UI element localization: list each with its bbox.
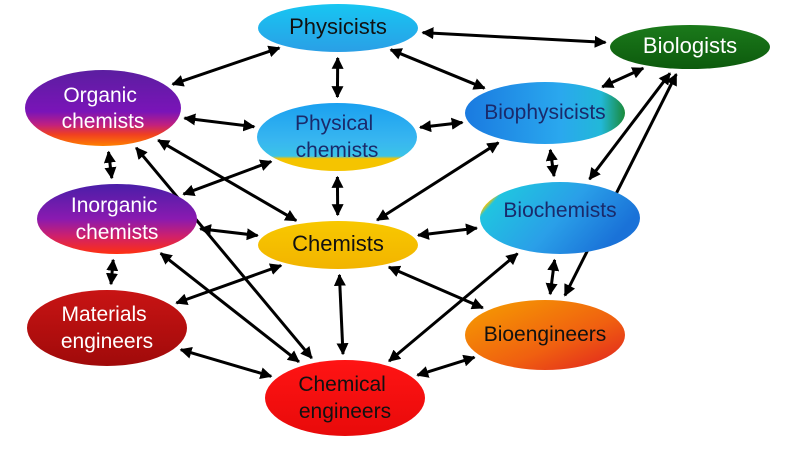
- edge-materials-engineers-chemical-engineers: [179, 346, 273, 380]
- edge-physical-chemists-biophysicists: [419, 117, 464, 133]
- node-chemists: Chemists: [258, 221, 418, 269]
- node-chemists-shape: [258, 221, 418, 269]
- edge-chemists-chemical-engineers: [333, 273, 349, 356]
- edge-biologists-biophysicists: [601, 66, 645, 89]
- node-physical-chemists: Physical chemists: [257, 103, 417, 171]
- node-physical-chemists-label: Physical chemists: [295, 112, 379, 162]
- node-physicists-shape: [258, 4, 418, 52]
- edge-biochemists-bioengineers: [545, 258, 560, 296]
- node-organic-chemists-shape: [25, 70, 181, 146]
- edge-chemists-biochemists: [416, 223, 478, 240]
- node-biochemists-label: Biochemists: [503, 199, 616, 222]
- edge-biophysicists-chemists: [376, 141, 500, 222]
- node-inorganic-chemists-label: Inorganic chemists: [71, 194, 163, 244]
- node-biologists-label: Biologists: [643, 33, 737, 58]
- node-bioengineers-label: Bioengineers: [484, 323, 607, 346]
- edge-physicists-organic-chemists: [171, 45, 281, 87]
- edge-physicists-biologists: [421, 27, 607, 48]
- edge-organic-chemists-inorganic-chemists: [103, 150, 117, 180]
- node-biochemists-shape: [480, 182, 640, 254]
- node-physicists: Physicists: [258, 4, 418, 52]
- node-chemical-engineers: Chemical engineers: [265, 360, 425, 436]
- node-chemical-engineers-shape: [265, 360, 425, 436]
- edge-inorganic-chemists-chemists: [199, 224, 259, 241]
- node-physicists-label: Physicists: [289, 14, 387, 39]
- edge-chemists-bioengineers: [387, 265, 484, 310]
- node-organic-chemists-label: Organic chemists: [62, 84, 145, 133]
- nodes-layer: Physicists Biologists Organic chemists P…: [25, 4, 770, 436]
- node-chemists-label: Chemists: [292, 231, 384, 256]
- node-physical-chemists-shape: [257, 103, 417, 171]
- node-biologists: Biologists: [610, 25, 770, 69]
- node-inorganic-chemists-shape: [37, 184, 197, 254]
- node-materials-engineers-label: Materials engineers: [61, 303, 153, 353]
- node-materials-engineers-shape: [27, 290, 187, 366]
- edge-chemists-materials-engineers: [175, 263, 283, 306]
- edge-organic-chemists-physical-chemists: [183, 113, 256, 132]
- node-biochemists: Biochemists: [480, 182, 640, 254]
- node-biophysicists-label: Biophysicists: [484, 101, 605, 124]
- node-bioengineers: Bioengineers: [465, 300, 625, 370]
- edge-biochemists-chemical-engineers: [388, 252, 519, 363]
- node-bioengineers-shape: [465, 300, 625, 370]
- edge-inorganic-chemists-materials-engineers: [106, 258, 119, 286]
- edge-inorganic-chemists-chemical-engineers: [159, 252, 300, 363]
- node-biophysicists: Biophysicists: [465, 82, 625, 144]
- node-biophysicists-shape: [465, 82, 625, 144]
- node-biologists-shape: [610, 25, 770, 69]
- edge-chemical-engineers-bioengineers: [416, 354, 476, 378]
- edge-physicists-biophysicists: [389, 48, 486, 90]
- node-chemical-engineers-label: Chemical engineers: [298, 373, 391, 423]
- node-materials-engineers: Materials engineers: [27, 290, 187, 366]
- edge-biologists-bioengineers: [563, 73, 678, 297]
- node-organic-chemists: Organic chemists: [25, 70, 181, 146]
- edges-layer: [103, 27, 678, 380]
- edge-physical-chemists-inorganic-chemists: [182, 159, 273, 197]
- node-inorganic-chemists: Inorganic chemists: [37, 184, 197, 254]
- edge-biophysicists-biochemists: [545, 148, 559, 178]
